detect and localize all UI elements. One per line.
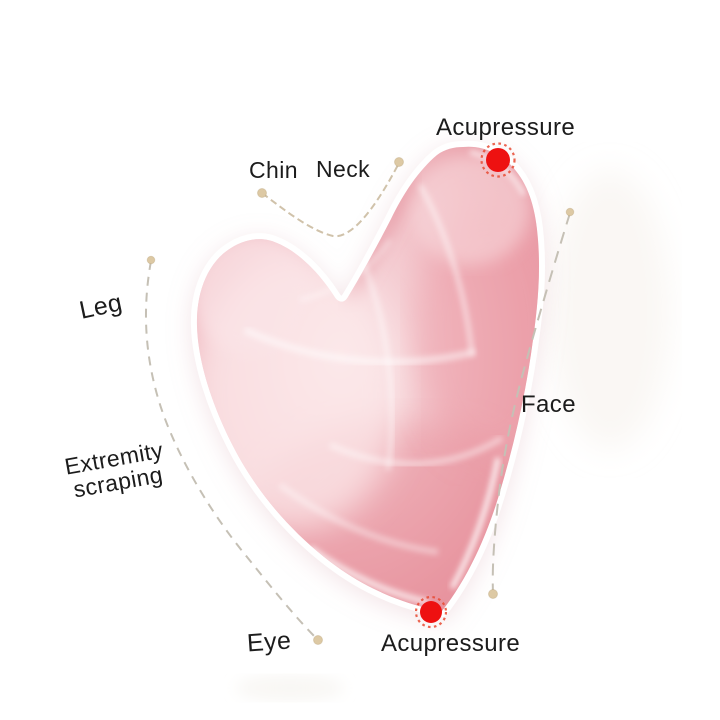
acupressure-point-bottom xyxy=(414,595,448,629)
face-line-bottom-dot xyxy=(488,589,498,599)
label-chin: Chin xyxy=(249,157,298,183)
label-eye: Eye xyxy=(246,626,293,658)
stone-texture xyxy=(196,149,540,611)
gua-sha-stone xyxy=(190,140,545,617)
chin-neck-leader-line xyxy=(261,162,400,238)
eye-line-end-dot xyxy=(313,635,323,645)
neck-line-end-dot xyxy=(394,157,404,167)
acupressure-point-top xyxy=(480,142,516,178)
face-line-top-dot xyxy=(565,207,575,217)
chin-line-end-dot xyxy=(257,188,267,198)
face-leader-line xyxy=(491,212,571,594)
background-shading-bottom xyxy=(235,676,345,700)
label-acupressure-bottom: Acupressure xyxy=(381,630,521,657)
label-face: Face xyxy=(521,391,576,418)
left-leader-line xyxy=(144,260,319,641)
leg-line-end-dot xyxy=(146,255,156,265)
label-acupressure-top: Acupressure xyxy=(436,114,576,141)
background-shading xyxy=(550,170,670,450)
label-neck: Neck xyxy=(316,156,371,182)
